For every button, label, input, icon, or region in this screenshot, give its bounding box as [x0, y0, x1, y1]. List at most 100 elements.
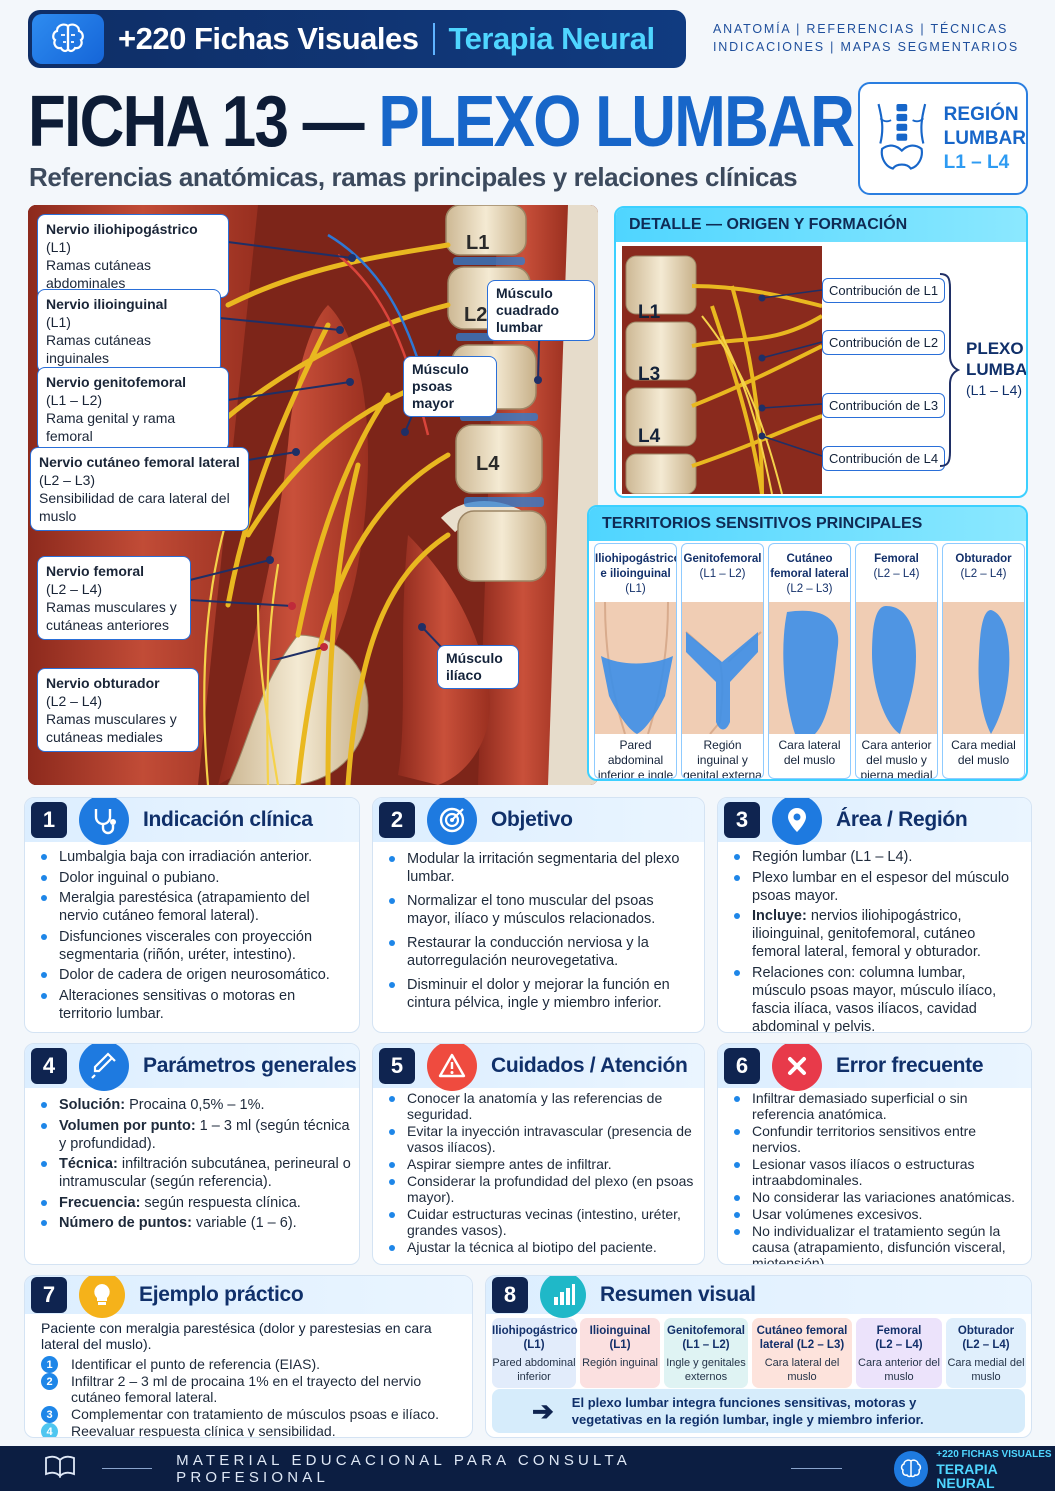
list-item: Disminuir el dolor y mejorar la función … — [387, 976, 696, 1012]
step-text: Identificar el punto de referencia (EIAS… — [71, 1356, 321, 1372]
card-title: Objetivo — [491, 808, 573, 831]
brand-separator — [432, 23, 435, 55]
card-resumen-visual: 8 Resumen visual Iliohipogástrico(L1)Par… — [485, 1275, 1032, 1438]
list-item: Relaciones con: columna lumbar, músculo … — [732, 964, 1023, 1032]
territory-roots: (L1) — [625, 583, 646, 595]
stethoscope-icon — [79, 798, 129, 845]
callout-name: Nervio cutáneo femoral lateral — [39, 454, 240, 470]
list-item: Región lumbar (L1 – L4). — [732, 848, 1023, 866]
detail-plexo-label: PLEXO LUMBAR (L1 – L4) — [966, 338, 1026, 401]
card-ejemplo-practico: 7 Ejemplo práctico Paciente con meralgia… — [24, 1275, 473, 1438]
callout-roots: (L2 – L3) — [39, 472, 96, 488]
step-number: 4 — [41, 1423, 58, 1437]
callout-desc: Ramas cutáneas abdominales — [46, 257, 152, 291]
list-item: No individualizar el tratamiento según l… — [732, 1223, 1023, 1264]
detail-connector-lines — [758, 289, 823, 457]
card-list: Modular la irritación segmentaria del pl… — [373, 842, 704, 1012]
territory-name: Femoral — [874, 553, 919, 565]
param-value: Procaina 0,5% – 1%. — [125, 1097, 265, 1113]
callout-roots: (L1 – L2) — [46, 392, 103, 408]
detail-panel: DETALLE — ORIGEN Y FORMACIÓN L1 L3 L4 Co… — [614, 206, 1028, 498]
footer-brand: +220 FICHAS VISUALES TERAPIA NEURAL — [936, 1448, 1055, 1490]
callout-iliaco: Músculo ilíaco — [437, 645, 519, 689]
territory-area: Cara lateral del muslo — [778, 738, 841, 767]
contribution-l2: Contribución de L2 — [822, 330, 946, 355]
list-item: Frecuencia: según respuesta clínica. — [39, 1194, 351, 1212]
step-item: 4 Reevaluar respuesta clínica y sensibili… — [39, 1423, 464, 1438]
region-badge: REGIÓN LUMBAR L1 – L4 — [858, 82, 1028, 195]
callout-desc: Ramas musculares y cutáneas anteriores — [46, 599, 177, 633]
summary-name: Femoral — [876, 1325, 922, 1337]
list-item: Dolor inguinal o pubiano. — [39, 869, 351, 887]
territory-roots: (L2 – L4) — [960, 568, 1007, 580]
card-list: Infiltrar demasiado superficial o sin re… — [718, 1088, 1031, 1264]
callout-femoral: Nervio femoral (L2 – L4) Ramas musculare… — [37, 556, 191, 640]
card-number: 4 — [31, 1048, 67, 1084]
step-number: 3 — [41, 1406, 58, 1423]
step-number: 2 — [41, 1373, 58, 1390]
region-text: REGIÓN LUMBAR L1 – L4 — [944, 103, 1026, 175]
step-text: Reevaluar respuesta clínica y sensibilid… — [71, 1423, 336, 1438]
detail-title: DETALLE — ORIGEN Y FORMACIÓN — [616, 208, 1026, 242]
footer: MATERIAL EDUCACIONAL PARA CONSULTA PROFE… — [0, 1446, 1055, 1491]
footer-brain-icon — [893, 1450, 929, 1487]
incluye-label: Incluye: — [752, 908, 807, 924]
territory-genitofemoral: Genitofemoral(L1 – L2) Región inguinal y… — [681, 543, 764, 779]
brand-fichas: +220 Fichas Visuales — [118, 21, 419, 56]
card-title: Resumen visual — [600, 1283, 756, 1306]
territory-cutaneo-femoral: Cutáneo femoral lateral(L2 – L3) Cara la… — [768, 543, 851, 779]
example-intro: Paciente con meralgia parestésica (dolor… — [41, 1320, 432, 1352]
callout-desc: Rama genital y rama femoral — [46, 410, 176, 444]
detail-spine-illustration — [622, 246, 822, 494]
page-subtitle: Referencias anatómicas, ramas principale… — [29, 162, 798, 192]
callout-ilioinguinal: Nervio ilioinguinal (L1) Ramas cutáneas … — [37, 289, 221, 373]
card-number: 8 — [492, 1277, 528, 1313]
card-number: 2 — [379, 802, 415, 838]
callout-obturador: Nervio obturador (L2 – L4) Ramas muscula… — [37, 668, 199, 752]
footer-brand-1: +220 FICHAS VISUALES — [936, 1448, 1052, 1460]
bar-chart-icon — [540, 1276, 586, 1318]
list-item: Técnica: infiltración subcutánea, perine… — [39, 1155, 351, 1191]
detail-vertebra-l4: L4 — [638, 426, 661, 447]
card-number: 1 — [31, 802, 67, 838]
list-item: Meralgia parestésica (atrapamiento del n… — [39, 889, 351, 925]
topics-line-2: INDICACIONES | MAPAS SEGMENTARIOS — [713, 40, 1019, 54]
card-indicacion-clinica: 1 Indicación clínica Lumbalgia baja con … — [24, 797, 360, 1033]
card-list: Lumbalgia baja con irradiación anterior.… — [25, 842, 359, 1023]
list-item: Volumen por punto: 1 – 3 ml (según técni… — [39, 1117, 351, 1153]
card-number: 3 — [724, 802, 760, 838]
warning-icon — [427, 1044, 477, 1091]
callout-name: Nervio ilioinguinal — [46, 296, 168, 312]
territory-area: Cara medial del muslo — [951, 738, 1016, 767]
detail-vertebra-l1: L1 — [638, 302, 661, 323]
lumbar-spine-icon — [877, 103, 927, 170]
callout-psoas-mayor: Músculo psoas mayor — [403, 356, 497, 417]
list-item: Considerar la profundidad del plexo (en … — [387, 1173, 696, 1205]
title-prefix: FICHA 13 — — [28, 82, 365, 162]
summary-name: Cutáneo femoral lateral — [756, 1325, 848, 1351]
param-label: Técnica: — [59, 1156, 118, 1172]
lightbulb-icon — [79, 1276, 125, 1318]
list-item: Lesionar vasos ilíacos o estructuras int… — [732, 1156, 1023, 1188]
list-item: No considerar las variaciones anatómicas… — [732, 1189, 1023, 1205]
territory-roots: (L1 – L2) — [699, 568, 746, 580]
territory-area: Región inguinal y genital externa — [683, 738, 762, 779]
region-line-1: REGIÓN — [943, 103, 1019, 125]
param-value: variable (1 – 6). — [191, 1215, 297, 1231]
card-list: Conocer la anatomía y las referencias de… — [373, 1088, 704, 1255]
list-item: Usar volúmenes excesivos. — [732, 1206, 1023, 1222]
contribution-l1: Contribución de L1 — [822, 278, 946, 303]
callout-desc: Ramas musculares y cutáneas mediales — [46, 711, 177, 745]
step-text: Complementar con tratamiento de músculos… — [71, 1406, 440, 1422]
callout-name: Nervio iliohipogástrico — [46, 221, 198, 237]
summary-roots: (L1) — [609, 1339, 631, 1351]
card-number: 7 — [31, 1277, 67, 1313]
location-pin-icon — [772, 798, 822, 845]
list-item: Dolor de cadera de origen neurosomático. — [39, 966, 351, 984]
territory-obturador: Obturador(L2 – L4) Cara medial del muslo — [942, 543, 1025, 779]
territory-medial-thigh-image — [943, 602, 1024, 734]
summary-area: Ingle y genitales externos — [666, 1357, 746, 1383]
summary-cell-genitofemoral: Genitofemoral(L1 – L2)Ingle y genitales … — [664, 1318, 748, 1388]
param-label: Frecuencia: — [59, 1194, 141, 1211]
